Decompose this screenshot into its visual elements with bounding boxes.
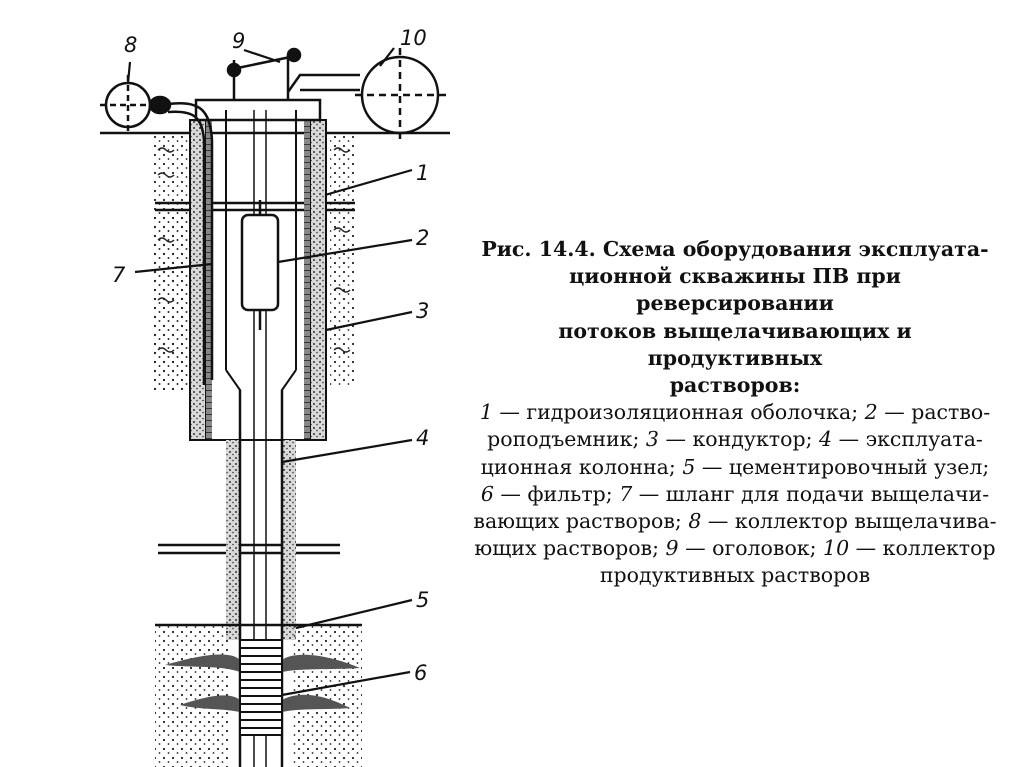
label-2: 2 <box>416 226 429 250</box>
conductor-casing <box>189 119 327 441</box>
filter <box>239 639 283 736</box>
leader-lines <box>126 47 413 697</box>
legend-line: ющих растворов; 9 — оголовок; 10 — колле… <box>470 535 1000 562</box>
legend-item-number: 6 <box>480 481 494 506</box>
well-equipment-diagram: 8 9 10 1 2 3 4 5 6 7 <box>100 26 450 767</box>
legend-item-text: — эксплуата- <box>832 427 983 452</box>
legend-item-number: 1 <box>479 400 493 425</box>
caption-legend: 1 — гидроизоляционная оболочка; 2 — раст… <box>470 399 1000 589</box>
legend-item-number: 3 <box>645 427 659 452</box>
legend-item-text: — раство- <box>877 400 991 425</box>
legend-line: роподъемник; 3 — кондуктор; 4 — эксплуат… <box>470 426 1000 453</box>
label-3: 3 <box>416 299 429 323</box>
legend-item-text: вающих растворов; <box>473 509 689 534</box>
label-6: 6 <box>414 661 427 685</box>
legend-line: продуктивных растворов <box>470 562 1000 589</box>
label-10: 10 <box>400 26 427 50</box>
legend-item-text: роподъемник; <box>487 427 646 452</box>
legend-line: ционная колонна; 5 — цементировочный узе… <box>470 454 1000 481</box>
product-collector <box>355 48 448 140</box>
legend-item-number: 8 <box>688 509 702 534</box>
lift-device <box>240 200 280 330</box>
caption-title: Рис. 14.4. Схема оборудования эксплуата-… <box>470 236 1000 399</box>
legend-item-number: 2 <box>864 400 878 425</box>
legend-line: вающих растворов; 8 — коллектор выщелачи… <box>470 508 1000 535</box>
label-9: 9 <box>232 29 245 53</box>
caption-title-line: ционной скважины ПВ при реверсировании <box>569 264 901 316</box>
legend-item-number: 9 <box>665 536 679 561</box>
legend-item-text: — кондуктор; <box>658 427 820 452</box>
label-8: 8 <box>124 33 137 57</box>
legend-item-text: — коллектор <box>849 536 996 561</box>
leaching-collector <box>100 75 214 385</box>
label-7: 7 <box>112 263 126 287</box>
legend-item-text: — гидроизоляционная оболочка; <box>492 400 865 425</box>
legend-line: 1 — гидроизоляционная оболочка; 2 — раст… <box>470 399 1000 426</box>
legend-item-text: продуктивных растворов <box>599 563 871 588</box>
legend-item-number: 10 <box>823 536 850 561</box>
legend-item-text: — шланг для подачи выщелачи- <box>632 481 990 506</box>
legend-item-number: 7 <box>619 481 633 506</box>
caption-title-line: Рис. 14.4. Схема оборудования эксплуата- <box>481 237 989 261</box>
caption-title-line: потоков выщелачивающих и продуктивных <box>558 318 912 370</box>
legend-item-text: — цементировочный узел; <box>695 454 990 479</box>
label-4: 4 <box>416 426 429 450</box>
upper-soil-layer <box>152 135 354 390</box>
label-5: 5 <box>416 588 429 612</box>
legend-item-text: — фильтр; <box>493 481 620 506</box>
legend-item-text: ющих растворов; <box>474 536 666 561</box>
diagram-labels: 8 9 10 1 2 3 4 5 6 7 <box>112 26 429 685</box>
legend-item-number: 5 <box>682 454 696 479</box>
figure-caption: Рис. 14.4. Схема оборудования эксплуата-… <box>470 236 1000 590</box>
lower-formation <box>155 623 362 767</box>
label-1: 1 <box>416 161 429 185</box>
legend-line: 6 — фильтр; 7 — шланг для подачи выщелач… <box>470 481 1000 508</box>
legend-item-text: ционная колонна; <box>480 454 683 479</box>
wellhead-cap <box>194 47 360 122</box>
legend-item-number: 4 <box>819 427 833 452</box>
caption-title-line: растворов: <box>669 373 801 398</box>
legend-item-text: — оголовок; <box>678 536 824 561</box>
legend-item-text: — коллектор выщелачива- <box>701 509 997 534</box>
